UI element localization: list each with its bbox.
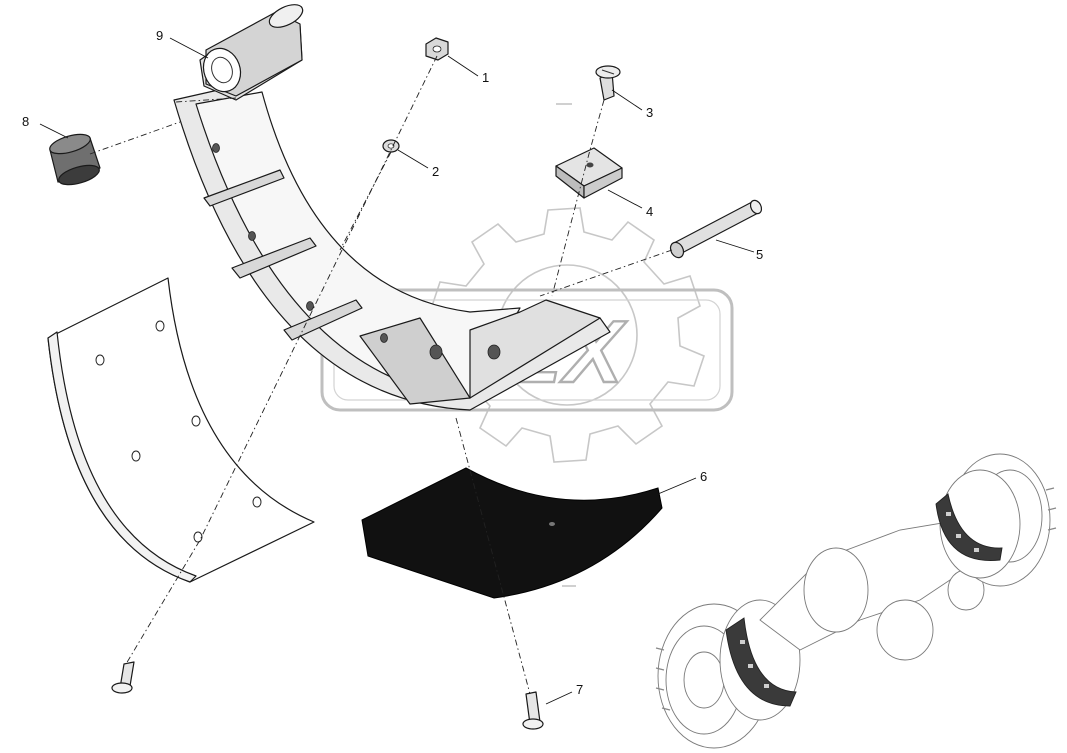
part-3-screw bbox=[595, 65, 621, 101]
brake-lining-plate bbox=[47, 277, 315, 583]
part-7-rivet bbox=[522, 691, 544, 730]
part-8-bushing bbox=[49, 133, 101, 186]
callout-9: 9 bbox=[156, 28, 163, 43]
callout-3: 3 bbox=[646, 105, 653, 120]
part-9-bushing-tube bbox=[202, 4, 304, 97]
callout-8: 8 bbox=[22, 114, 29, 129]
callout-2: 2 bbox=[432, 164, 439, 179]
callout-6: 6 bbox=[700, 469, 707, 484]
lining-rivet-holes bbox=[95, 320, 262, 543]
part-1-nut bbox=[425, 37, 449, 61]
axis-tick-marks bbox=[556, 103, 576, 587]
callout-5: 5 bbox=[756, 247, 763, 262]
part-5-pin bbox=[669, 199, 763, 259]
axle-assembly-thumbnail bbox=[655, 453, 1057, 749]
part-4-clip bbox=[555, 147, 623, 199]
callout-1: 1 bbox=[482, 70, 489, 85]
part-6-shim bbox=[361, 467, 663, 599]
callout-4: 4 bbox=[646, 204, 653, 219]
callout-labels: 1 2 3 4 5 6 7 8 9 bbox=[22, 28, 763, 697]
assembly-axes bbox=[89, 55, 673, 695]
lining-rivet bbox=[111, 661, 135, 694]
callout-leaders bbox=[39, 37, 755, 705]
callout-7: 7 bbox=[576, 682, 583, 697]
